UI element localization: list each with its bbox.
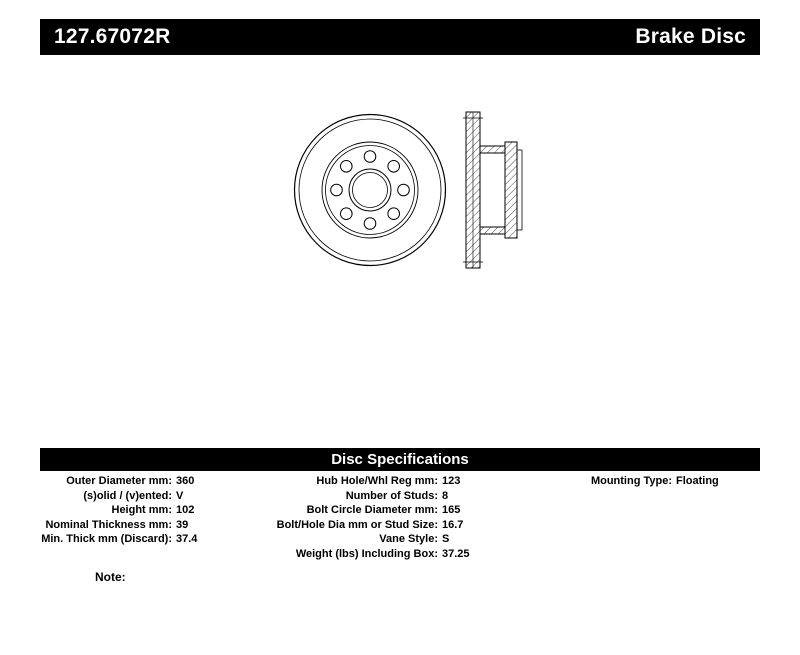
spec-label: Bolt/Hole Dia mm or Stud Size:	[276, 518, 438, 531]
part-number: 127.67072R	[54, 25, 171, 48]
spec-label: (s)olid / (v)ented:	[83, 489, 172, 502]
spec-min-thickness: Min. Thick mm (Discard): 37.4	[40, 532, 225, 547]
spec-value: V	[176, 489, 184, 502]
spec-column-left: Outer Diameter mm: 360 (s)olid / (v)ente…	[40, 474, 225, 547]
spec-label: Nominal Thickness mm:	[45, 518, 172, 531]
brake-disc-front-view	[295, 115, 446, 266]
note-label: Note:	[95, 570, 126, 584]
spec-weight: Weight (lbs) Including Box: 37.25	[230, 547, 495, 562]
spec-nominal-thickness: Nominal Thickness mm: 39	[40, 518, 225, 533]
spec-bolt-circle-diameter: Bolt Circle Diameter mm: 165	[230, 503, 495, 518]
spec-column-right: Mounting Type: Floating	[540, 474, 760, 489]
spec-label: Outer Diameter mm:	[66, 475, 172, 487]
spec-hub-hole: Hub Hole/Whl Reg mm: 123	[230, 474, 495, 489]
spec-value: 16.7	[442, 518, 464, 531]
spec-number-of-studs: Number of Studs: 8	[230, 489, 495, 504]
spec-solid-vented: (s)olid / (v)ented: V	[40, 489, 225, 504]
spec-label: Number of Studs:	[345, 489, 438, 502]
spec-section-header: Disc Specifications	[40, 448, 760, 471]
spec-bolt-hole-dia: Bolt/Hole Dia mm or Stud Size: 16.7	[230, 518, 495, 533]
spec-vane-style: Vane Style: S	[230, 532, 495, 547]
spec-value: 8	[442, 489, 449, 502]
technical-drawing	[0, 60, 800, 440]
spec-value: Floating	[676, 475, 719, 487]
spec-value: 123	[442, 475, 461, 487]
header-bar: 127.67072R Brake Disc	[40, 19, 760, 55]
spec-section-title: Disc Specifications	[331, 451, 469, 468]
brake-disc-side-view	[463, 112, 522, 268]
spec-value: 37.25	[442, 547, 470, 560]
spec-label: Hub Hole/Whl Reg mm:	[316, 475, 438, 487]
spec-label: Weight (lbs) Including Box:	[295, 547, 438, 560]
spec-value: 37.4	[176, 533, 198, 545]
spec-value: S	[442, 533, 450, 545]
spec-value: 102	[176, 504, 195, 516]
product-type: Brake Disc	[635, 25, 746, 48]
spec-label: Height mm:	[111, 504, 173, 516]
spec-value: 39	[176, 518, 189, 531]
spec-value: 165	[442, 504, 461, 516]
spec-column-middle: Hub Hole/Whl Reg mm: 123 Number of Studs…	[230, 474, 495, 561]
spec-mounting-type: Mounting Type: Floating	[540, 474, 760, 489]
spec-height: Height mm: 102	[40, 503, 225, 518]
spec-label: Min. Thick mm (Discard):	[41, 533, 172, 545]
spec-label: Vane Style:	[379, 533, 438, 545]
spec-value: 360	[176, 475, 195, 487]
spec-label: Mounting Type:	[590, 475, 672, 487]
spec-label: Bolt Circle Diameter mm:	[306, 504, 438, 516]
spec-outer-diameter: Outer Diameter mm: 360	[40, 474, 225, 489]
